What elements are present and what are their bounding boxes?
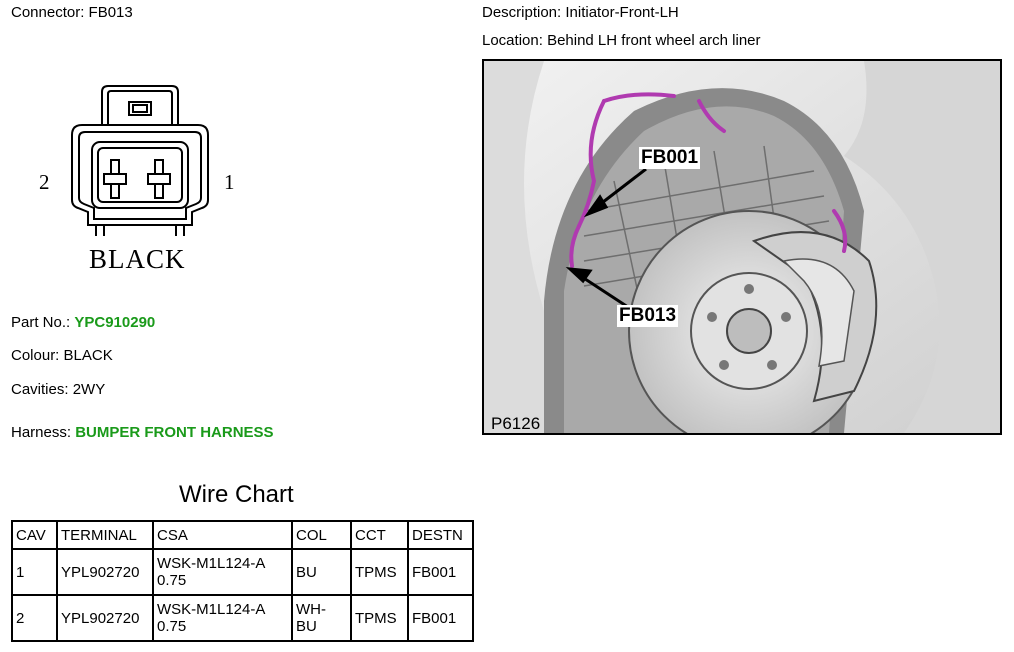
diagram-color-label: BLACK — [89, 244, 186, 274]
colour-field: Colour: BLACK — [11, 347, 113, 365]
cavities-label: Cavities: — [11, 381, 69, 398]
cell-col: WH- BU — [291, 594, 352, 642]
table-row: 1 YPL902720 WSK-M1L124-A 0.75 BU TPMS FB… — [11, 548, 474, 596]
wheel-arch-illustration — [484, 61, 1000, 433]
pin-2-number: 2 — [39, 170, 50, 194]
location-photo: FB001 FB013 P6126 — [482, 59, 1002, 435]
wire-chart-header-row: CAV TERMINAL CSA COL CCT DESTN — [11, 520, 474, 550]
cell-terminal: YPL902720 — [56, 548, 154, 596]
cell-csa-line2: 0.75 — [157, 618, 187, 635]
header-terminal: TERMINAL — [56, 520, 154, 550]
cavities-value: 2WY — [72, 381, 106, 398]
cell-col-line1: WH- — [296, 601, 326, 618]
cell-destn: FB001 — [407, 594, 474, 642]
description-value: Initiator-Front-LH — [565, 4, 679, 21]
location-label: Location: — [482, 32, 543, 49]
header-destn: DESTN — [407, 520, 474, 550]
colour-value: BLACK — [63, 347, 113, 364]
header-csa: CSA — [152, 520, 293, 550]
cell-col-line1: BU — [296, 563, 317, 581]
photo-id: P6126 — [491, 414, 541, 433]
description-label: Description: — [482, 4, 562, 21]
pin-1-number: 1 — [224, 170, 235, 194]
cell-cav: 1 — [11, 548, 58, 596]
part-no-field: Part No.: YPC910290 — [11, 314, 155, 332]
cavities-field: Cavities: 2WY — [11, 381, 105, 399]
cell-destn: FB001 — [407, 548, 474, 596]
header-cct: CCT — [350, 520, 409, 550]
cell-csa: WSK-M1L124-A 0.75 — [152, 548, 293, 596]
callout-fb001: FB001 — [639, 147, 701, 169]
cell-terminal: YPL902720 — [56, 594, 154, 642]
connector-label: Connector: — [11, 4, 85, 21]
callout-fb013: FB013 — [617, 305, 679, 327]
wire-chart-title: Wire Chart — [179, 481, 294, 508]
header-col: COL — [291, 520, 352, 550]
connector-value: FB013 — [88, 4, 133, 21]
colour-label: Colour: — [11, 347, 60, 364]
cell-csa: WSK-M1L124-A 0.75 — [152, 594, 293, 642]
cell-cct: TPMS — [350, 594, 409, 642]
location-value: Behind LH front wheel arch liner — [547, 32, 761, 49]
harness-label: Harness: — [11, 424, 72, 441]
cell-cct: TPMS — [350, 548, 409, 596]
location-field: Location: Behind LH front wheel arch lin… — [482, 32, 761, 50]
connector-field: Connector: FB013 — [11, 4, 133, 22]
connector-face-diagram — [71, 85, 209, 236]
cell-csa-line1: WSK-M1L124-A — [157, 601, 266, 618]
part-no-label: Part No.: — [11, 314, 71, 331]
cell-csa-line2: 0.75 — [157, 572, 187, 589]
description-field: Description: Initiator-Front-LH — [482, 4, 679, 22]
wire-chart-table: CAV TERMINAL CSA COL CCT DESTN 1 YPL9027… — [11, 520, 474, 642]
cell-col-line2: BU — [296, 618, 317, 635]
header-cav: CAV — [11, 520, 58, 550]
cell-col: BU — [291, 548, 352, 596]
part-no-value[interactable]: YPC910290 — [74, 314, 156, 331]
cell-csa-line1: WSK-M1L124-A — [157, 555, 266, 572]
harness-value[interactable]: BUMPER FRONT HARNESS — [75, 424, 274, 441]
cell-cav: 2 — [11, 594, 58, 642]
harness-field: Harness: BUMPER FRONT HARNESS — [11, 424, 274, 442]
table-row: 2 YPL902720 WSK-M1L124-A 0.75 WH- BU TPM… — [11, 594, 474, 642]
